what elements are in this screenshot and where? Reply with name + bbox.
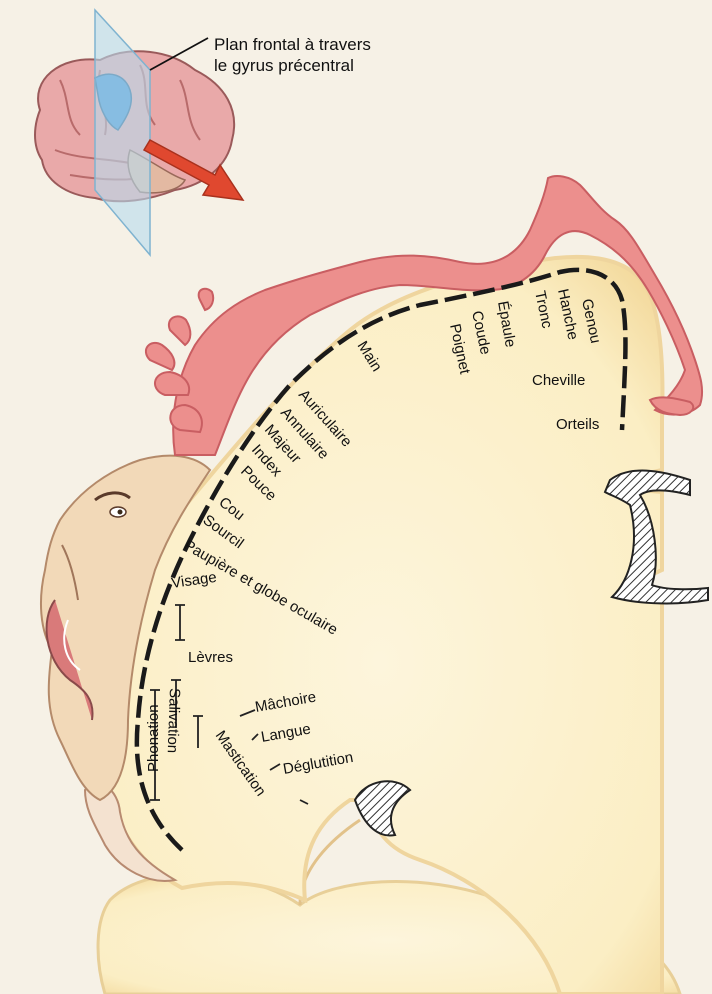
label-orteils: Orteils	[556, 416, 599, 433]
label-cheville: Cheville	[532, 372, 585, 389]
label-salivation: Salivation	[164, 688, 183, 754]
label-levres: Lèvres	[188, 649, 233, 666]
caption-line-2: le gyrus précentral	[214, 55, 474, 76]
label-phonation: Phonation	[145, 704, 162, 772]
caption-line-1: Plan frontal à travers	[214, 34, 474, 55]
plane-caption: Plan frontal à travers le gyrus précentr…	[214, 34, 474, 76]
